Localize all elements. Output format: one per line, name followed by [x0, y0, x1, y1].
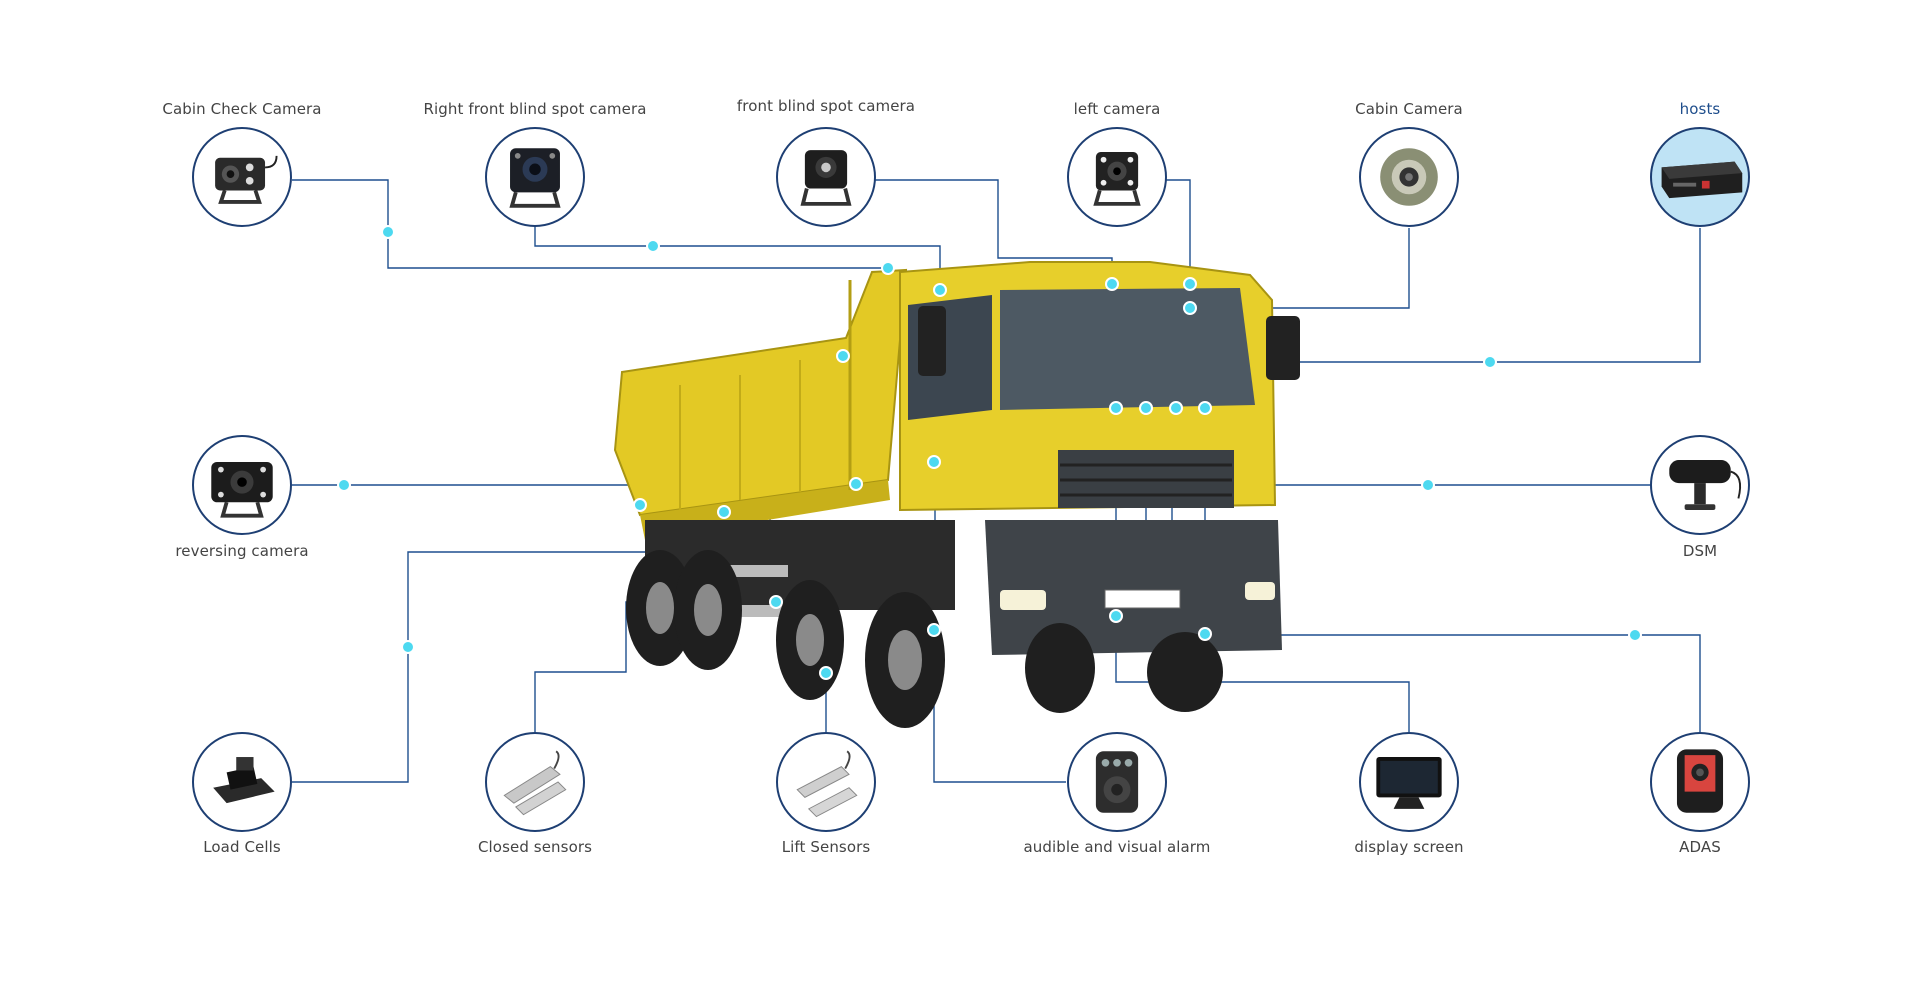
dsm-camera-icon [1669, 460, 1742, 510]
label-reversing-camera: reversing camera [175, 542, 309, 560]
adas-camera-icon [1676, 749, 1724, 813]
connection-dot [769, 595, 783, 609]
node-cabin-check-camera [192, 127, 292, 227]
label-adas: ADAS [1679, 838, 1721, 856]
node-load-cells [192, 732, 292, 832]
node-lift-sensors [776, 732, 876, 832]
label-load-cells: Load Cells [203, 838, 281, 856]
connection-dot [1198, 401, 1212, 415]
camera-icon [1093, 152, 1141, 206]
node-right-front-blind-spot-camera [485, 127, 585, 227]
connection-dot [1183, 301, 1197, 315]
camera-icon [215, 155, 278, 204]
label-closed-sensors: Closed sensors [477, 838, 593, 856]
magnetic-sensor-icon [503, 750, 567, 816]
label-left-camera: left camera [1073, 100, 1161, 118]
node-left-camera [1067, 127, 1167, 227]
node-cabin-camera [1359, 127, 1459, 227]
connection-dot [381, 225, 395, 239]
camera-icon [509, 148, 561, 208]
node-hosts [1650, 127, 1750, 227]
node-audible-visual-alarm [1067, 732, 1167, 832]
connection-dot [401, 640, 415, 654]
label-right-front-blind-spot-camera: Right front blind spot camera [423, 100, 647, 118]
dvr-host-icon [1661, 161, 1743, 199]
connection-dot [881, 261, 895, 275]
connection-dot [849, 477, 863, 491]
connection-dot [1183, 277, 1197, 291]
connection-dot [1421, 478, 1435, 492]
connection-dot [1169, 401, 1183, 415]
monitor-icon [1376, 757, 1442, 809]
node-closed-sensors [485, 732, 585, 832]
label-lift-sensors: Lift Sensors [781, 838, 871, 856]
wire-left-camera [1166, 179, 1191, 284]
connection-dot [337, 478, 351, 492]
connection-dot [1105, 277, 1119, 291]
connection-dot [927, 455, 941, 469]
connection-dot [933, 283, 947, 297]
connection-dot [1628, 628, 1642, 642]
connection-dot [1109, 401, 1123, 415]
connection-dot [1198, 627, 1212, 641]
node-adas [1650, 732, 1750, 832]
label-dsm: DSM [1682, 542, 1718, 560]
label-cabin-camera: Cabin Camera [1355, 100, 1463, 118]
camera-icon [211, 461, 273, 518]
camera-icon [800, 150, 852, 206]
wire-cabin-check-camera [292, 179, 888, 269]
connection-dot [819, 666, 833, 680]
connection-dot [927, 623, 941, 637]
node-dsm [1650, 435, 1750, 535]
node-front-blind-spot-camera [776, 127, 876, 227]
load-cell-icon [213, 757, 275, 804]
connection-dot [633, 498, 647, 512]
label-audible-visual-alarm: audible and visual alarm [1023, 838, 1211, 856]
connection-dot [717, 505, 731, 519]
node-reversing-camera [192, 435, 292, 535]
connection-dot [836, 349, 850, 363]
node-display-screen [1359, 732, 1459, 832]
label-front-blind-spot-camera: front blind spot camera [736, 97, 916, 115]
dome-camera-icon [1380, 148, 1438, 206]
connection-dot [1483, 355, 1497, 369]
magnetic-sensor-icon [796, 750, 858, 818]
connection-dot [646, 239, 660, 253]
connection-dot [1109, 609, 1123, 623]
label-cabin-check-camera: Cabin Check Camera [162, 100, 322, 118]
alarm-speaker-icon [1095, 751, 1139, 813]
connection-dot [1139, 401, 1153, 415]
label-display-screen: display screen [1354, 838, 1464, 856]
label-hosts: hosts [1679, 100, 1721, 118]
